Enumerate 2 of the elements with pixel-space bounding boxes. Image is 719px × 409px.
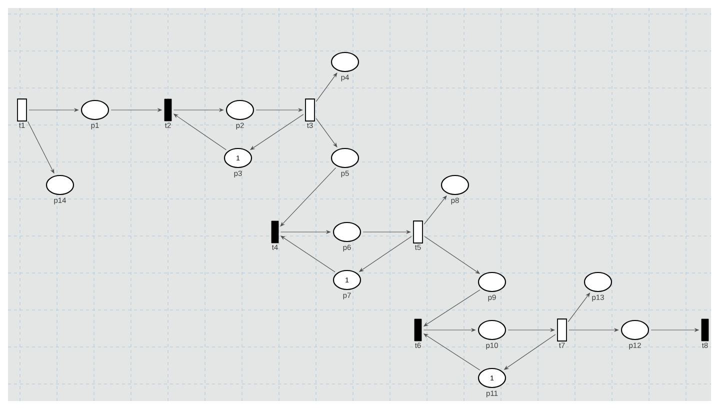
arrow xyxy=(316,72,338,102)
arrow xyxy=(316,118,338,148)
